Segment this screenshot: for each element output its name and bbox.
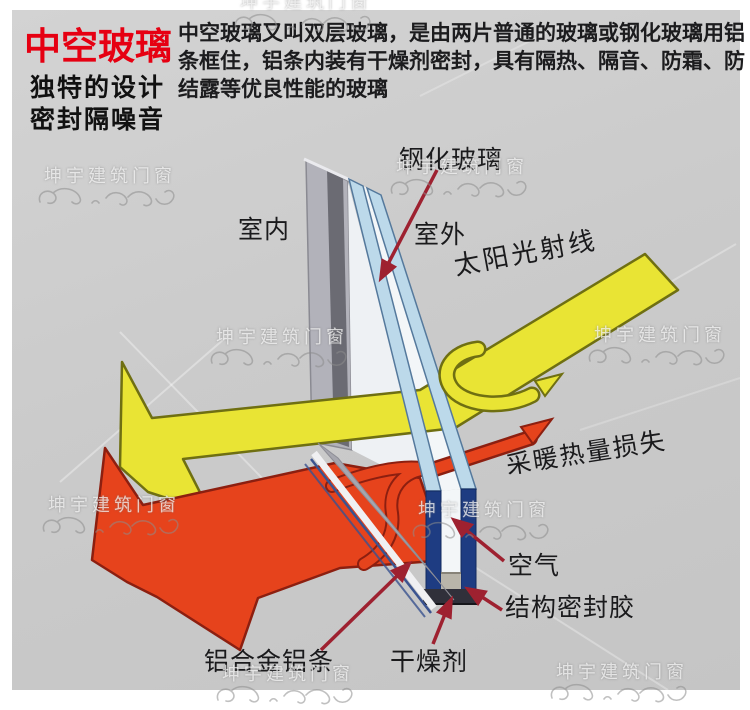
label-tempered-glass: 钢化玻璃 bbox=[399, 146, 504, 174]
product-description: 中空玻璃又叫双层玻璃，是由两片普通的玻璃或钢化玻璃用铝 条框住，铝条内装有干燥剂… bbox=[178, 20, 748, 104]
heat-curl bbox=[325, 460, 435, 571]
spacer-block bbox=[441, 572, 461, 589]
label-structural-sealant: 结构密封胶 bbox=[505, 594, 636, 622]
glass-bar-right bbox=[460, 488, 477, 593]
glass-bar-left bbox=[425, 490, 442, 593]
heat-loss-arrow bbox=[424, 417, 555, 478]
frame-left-column-inner bbox=[327, 170, 349, 447]
label-outdoor: 室外 bbox=[414, 221, 467, 249]
brand-title: 中空玻璃 bbox=[24, 26, 172, 67]
sunlight-beam-arrow bbox=[118, 252, 680, 514]
glass-unit-front bbox=[304, 177, 478, 618]
sunlight-reflection-arrow bbox=[438, 340, 565, 413]
slogan-line-1: 独特的设计 bbox=[30, 74, 166, 102]
label-desiccant: 干燥剂 bbox=[390, 648, 469, 676]
desiccant-pointer bbox=[431, 613, 447, 645]
sealant-pointer bbox=[481, 595, 503, 612]
description-line: 中空玻璃又叫双层玻璃，是由两片普通的玻璃或钢化玻璃用铝 bbox=[178, 22, 745, 45]
description-line: 结露等优良性能的玻璃 bbox=[178, 78, 388, 101]
label-air: 空气 bbox=[508, 552, 561, 580]
description-line: 条框住，铝条内装有干燥剂密封，具有隔热、隔音、防霜、防 bbox=[178, 50, 745, 73]
heat-return-arrow bbox=[90, 417, 555, 652]
slogan-line-2: 密封隔噪音 bbox=[30, 106, 166, 134]
aluminum-pointer bbox=[319, 573, 400, 652]
label-aluminum-spacer: 铝合金铝条 bbox=[204, 648, 335, 676]
bottom-spacer-band bbox=[317, 442, 455, 601]
label-indoor: 室内 bbox=[238, 216, 291, 244]
